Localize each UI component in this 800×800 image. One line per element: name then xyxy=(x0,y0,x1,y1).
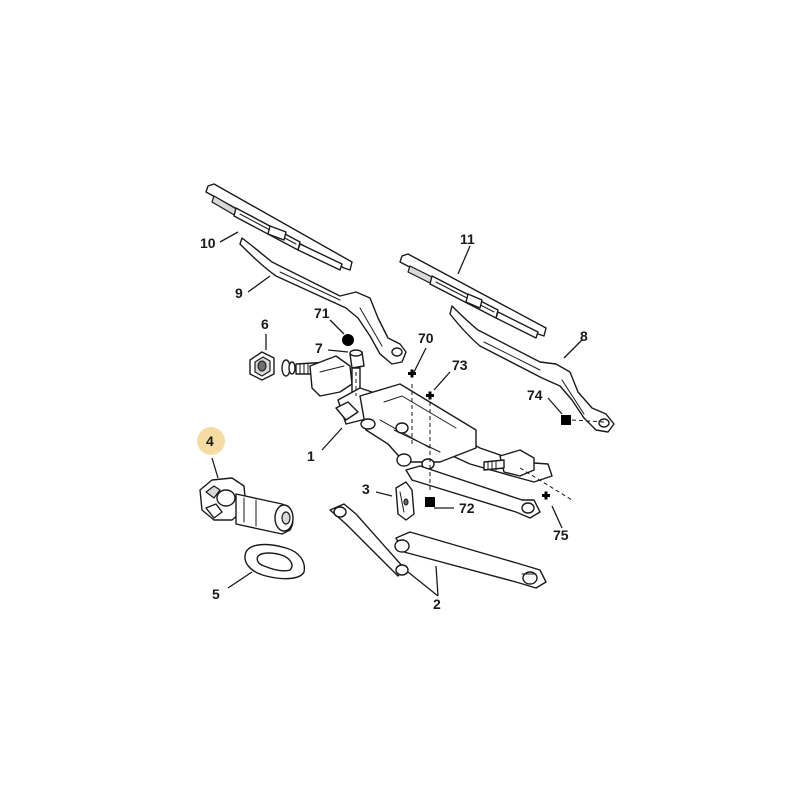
callout-9: 9 xyxy=(235,285,243,301)
callout-5: 5 xyxy=(212,586,220,602)
marker-75-plus xyxy=(542,491,550,500)
callout-73: 73 xyxy=(452,357,468,373)
part-4-wiper-motor xyxy=(199,477,294,535)
part-10-left-wiper-blade xyxy=(205,183,353,271)
marker-71-circle xyxy=(342,334,354,346)
part-2-linkage-rods xyxy=(329,503,547,589)
callout-3: 3 xyxy=(362,481,370,497)
callout-4-highlight xyxy=(197,427,225,455)
callout-4: 4 xyxy=(206,433,214,449)
callout-6: 6 xyxy=(261,316,269,332)
marker-70-plus xyxy=(408,369,416,378)
callout-74: 74 xyxy=(527,387,543,403)
leader-lines xyxy=(211,231,583,597)
dashed-guides xyxy=(355,372,605,501)
part-11-right-wiper-blade xyxy=(399,253,547,339)
part-5-grommet xyxy=(244,543,306,580)
callout-10: 10 xyxy=(200,235,216,251)
callout-1: 1 xyxy=(307,448,315,464)
marker-73-plus xyxy=(426,391,434,400)
marker-74-square xyxy=(561,415,571,425)
callout-72: 72 xyxy=(459,500,475,516)
callout-71: 71 xyxy=(314,305,330,321)
marker-72-square xyxy=(425,497,435,507)
part-1-wiper-frame xyxy=(309,355,553,519)
callout-2: 2 xyxy=(433,596,441,612)
part-9-left-wiper-arm xyxy=(239,237,407,365)
callout-70: 70 xyxy=(418,330,434,346)
callout-8: 8 xyxy=(580,328,588,344)
part-7-cap xyxy=(349,349,365,369)
part-8-right-wiper-arm xyxy=(449,305,615,433)
part-6-nut xyxy=(249,351,275,381)
callout-7: 7 xyxy=(315,340,323,356)
callout-75: 75 xyxy=(553,527,569,543)
part-3-bracket xyxy=(395,481,415,521)
callout-11: 11 xyxy=(460,231,475,247)
